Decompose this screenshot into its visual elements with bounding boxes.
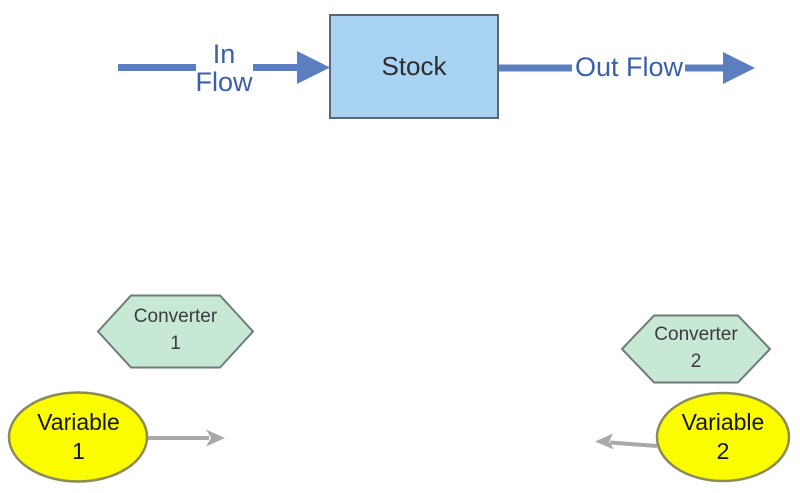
converter-1-label: Converter 1 bbox=[133, 306, 218, 354]
link-arrow-variable-1-arrowhead-icon bbox=[206, 429, 225, 447]
link-arrow-variable-2[interactable] bbox=[595, 433, 658, 450]
stock-node[interactable] bbox=[329, 14, 499, 119]
out-flow-arrow[interactable] bbox=[498, 52, 755, 84]
link-arrow-variable-2-arrowhead-icon bbox=[595, 433, 614, 450]
converter-1-node[interactable] bbox=[96, 294, 255, 369]
converter-2-node[interactable] bbox=[620, 314, 772, 384]
out-flow-label: Out Flow bbox=[574, 52, 684, 82]
in-flow-label: In Flow bbox=[195, 39, 253, 98]
in-flow-arrowhead-icon bbox=[297, 51, 330, 84]
link-arrow-variable-2-line bbox=[609, 440, 658, 448]
variable-2-label: Variable 2 bbox=[681, 409, 765, 464]
in-flow-arrow[interactable] bbox=[118, 51, 330, 84]
converter-2-label: Converter 2 bbox=[654, 324, 738, 372]
out-flow-arrowhead-icon bbox=[723, 52, 755, 84]
variable-1-node[interactable] bbox=[7, 391, 149, 483]
stock-label: Stock bbox=[381, 51, 447, 81]
variable-1-label: Variable 1 bbox=[37, 409, 120, 464]
variable-2-node[interactable] bbox=[655, 391, 791, 483]
link-arrow-variable-1[interactable] bbox=[147, 429, 225, 447]
